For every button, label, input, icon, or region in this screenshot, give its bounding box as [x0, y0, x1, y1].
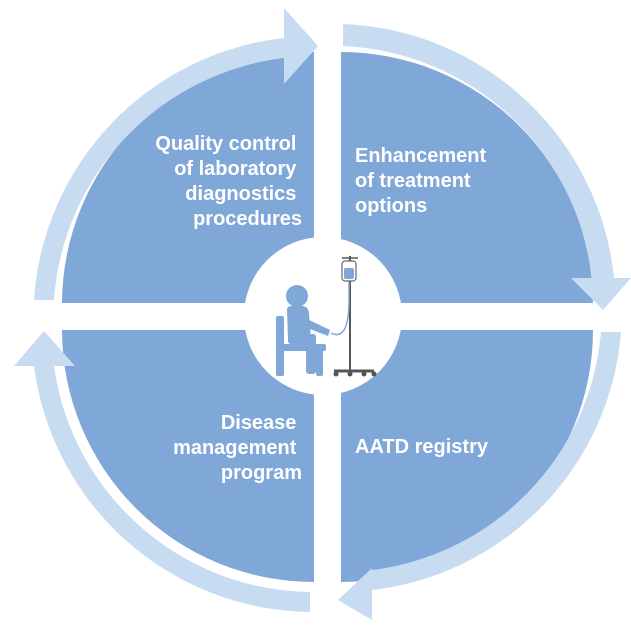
quadrant-top-left	[62, 52, 314, 303]
quadrant-label-aatd-registry: AATD registry	[355, 436, 489, 458]
quadrant-label-disease-management: Disease management program	[173, 412, 302, 484]
arrow-bottom-icon	[338, 332, 621, 620]
quadrant-top-right	[341, 52, 593, 303]
quadrant-label-treatment-options: Enhancement of treatment options	[355, 145, 492, 217]
quadrant-bottom-right	[341, 330, 593, 582]
arrow-top-icon	[34, 8, 318, 300]
arrow-left-icon	[14, 331, 310, 612]
patient-infusion-icon	[276, 256, 377, 377]
quadrant-bottom-left	[62, 330, 314, 582]
quadrant-label-quality-control: Quality control of laboratory diagnostic…	[155, 133, 302, 230]
arrow-right-icon	[343, 24, 631, 310]
